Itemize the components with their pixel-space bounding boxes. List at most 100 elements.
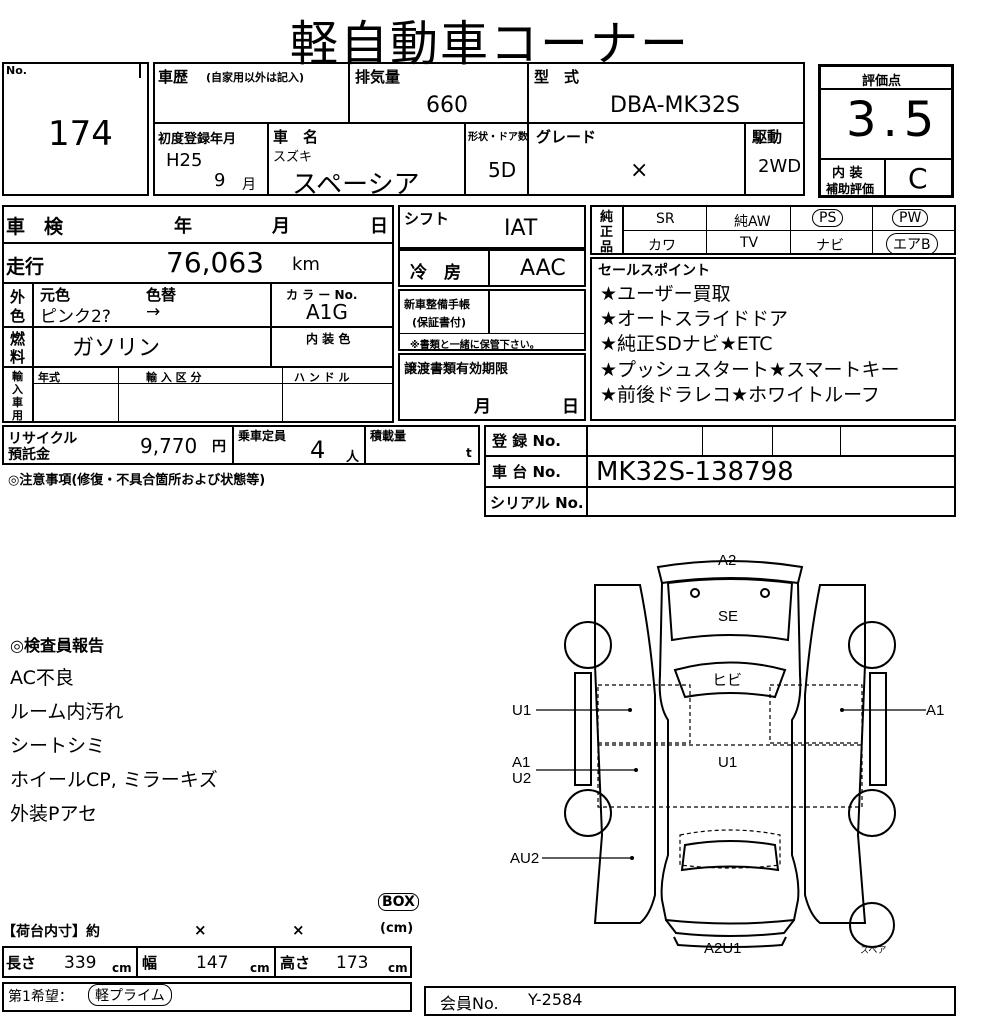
model-label: 型 式 <box>534 68 580 86</box>
car-maker: スズキ <box>273 150 313 165</box>
transfer-day: 日 <box>562 397 579 417</box>
inspector-item-3: シートシミ <box>10 735 106 757</box>
first-reg-month: 9 <box>214 170 226 191</box>
sales-points-box <box>590 257 956 421</box>
genuine-item-ps: PS <box>812 209 844 227</box>
shift-box <box>398 205 586 249</box>
sales-point-3: ★純正SDナビ★ETC <box>600 333 773 355</box>
history-label: 車歴 <box>158 68 189 86</box>
import-label-3: 車 <box>12 396 23 409</box>
ac-value: AAC <box>520 256 566 281</box>
import-class-label: 輸 入 区 分 <box>146 371 202 384</box>
transfer-month: 月 <box>474 397 491 417</box>
genuine-item-tv: TV <box>740 235 759 251</box>
doors-value: 5D <box>488 158 517 182</box>
wish-label: 第1希望： <box>8 989 73 1005</box>
left-side-panel <box>593 584 656 924</box>
recycle-row <box>2 425 480 465</box>
color-change-value: → <box>146 302 161 322</box>
genuine-item-airbag: エアB <box>886 233 938 255</box>
cargo-width-label: 幅 <box>142 954 158 972</box>
member-label: 会員No. <box>440 994 499 1013</box>
cargo-length-unit: cm <box>112 961 132 975</box>
recycle-label-1: リサイクル <box>8 431 78 447</box>
genuine-label-3: 品 <box>600 240 614 255</box>
right-side-panel <box>804 584 867 924</box>
front-right-wheel <box>848 621 896 669</box>
diagram-label-center: U1 <box>718 754 737 771</box>
car-name-label: 車 名 <box>273 128 319 146</box>
cargo-height-unit: cm <box>388 961 408 975</box>
import-label-2: 入 <box>12 383 23 396</box>
diagram-label-spare: スペア <box>860 946 886 956</box>
transfer-label: 譲渡書類有効期限 <box>404 362 509 377</box>
interior-color-label: 内 装 色 <box>306 332 351 346</box>
recycle-label-2: 預託金 <box>8 447 50 463</box>
rear-bumper <box>665 919 795 937</box>
vehicle-detail-block <box>2 205 394 423</box>
car-name: スペーシア <box>292 170 420 200</box>
ac-label: 冷 房 <box>410 263 461 283</box>
ac-box <box>398 249 586 287</box>
diagram-label-bottom: A2U1 <box>704 940 742 957</box>
grade-label: グレード <box>536 128 597 146</box>
manual-note: ※書類と一緒に保管下さい。 <box>410 340 540 351</box>
model-value: DBA-MK32S <box>610 93 740 118</box>
sales-points-label: セールスポイント <box>598 263 710 279</box>
inspection-year: 年 <box>174 216 192 237</box>
diagram-label-left2b: U2 <box>512 770 531 787</box>
load-label: 積載量 <box>370 429 407 443</box>
first-reg-label: 初度登録年月 <box>158 132 237 147</box>
car-damage-diagram: A2 SE ヒビ U1 A1 U1 A1 U2 AU2 A2U1 スペア <box>510 552 944 957</box>
diagram-label-top: A2 <box>718 552 736 569</box>
chassis-label: 車 台 No. <box>492 463 562 481</box>
sales-point-2: ★オートスライドドア <box>600 308 789 330</box>
shift-label: シフト <box>404 210 450 228</box>
lot-box <box>2 62 149 196</box>
cargo-x1: × <box>194 921 207 939</box>
displacement-label: 排気量 <box>355 68 401 86</box>
cargo-label: 【荷台内寸】約 <box>2 924 100 940</box>
serial-label: シリアル No. <box>490 494 584 512</box>
inspection-label: 車 検 <box>6 216 64 238</box>
fuel-value: ガソリン <box>72 336 161 361</box>
chassis-value: MK32S-138798 <box>596 457 794 487</box>
cargo-height: 173 <box>336 953 369 973</box>
fuel-label-2: 料 <box>10 348 26 366</box>
genuine-label-1: 純 <box>600 210 614 225</box>
import-label-1: 輸 <box>12 370 23 383</box>
import-year-label: 年式 <box>38 371 60 384</box>
cargo-x2: × <box>292 921 305 939</box>
inspection-month: 月 <box>272 216 290 237</box>
genuine-item-navi: ナビ <box>816 238 844 254</box>
inspector-item-4: ホイールCP, ミラーキズ <box>10 769 218 791</box>
cargo-length-label: 長さ <box>6 954 37 972</box>
genuine-item-leather: カワ <box>648 238 676 254</box>
cargo-width-unit: cm <box>250 961 270 975</box>
transfer-box <box>398 353 586 421</box>
cargo-dimensions-row <box>2 946 412 978</box>
genuine-item-pw: PW <box>892 209 929 227</box>
inspector-label: ◎検査員報告 <box>10 636 104 655</box>
first-reg-year: H25 <box>166 150 203 171</box>
lot-label: No. <box>6 64 27 77</box>
drive-label: 駆動 <box>752 128 783 146</box>
import-label-4: 用 <box>12 409 23 422</box>
wish-value: 軽プライム <box>88 984 172 1006</box>
sales-point-5: ★前後ドラレコ★ホワイトルーフ <box>600 384 880 406</box>
diagram-label-left3: AU2 <box>510 850 539 867</box>
inspection-day: 日 <box>370 216 388 237</box>
top-info-block <box>153 62 805 196</box>
capacity-unit: 人 <box>346 450 360 465</box>
caution-label: ◎注意事項(修復・不具合箇所および状態等) <box>8 473 266 488</box>
genuine-label-2: 正 <box>600 225 614 240</box>
shift-value: IAT <box>504 216 538 241</box>
windshield <box>673 661 787 699</box>
color-label-1: 外 <box>10 288 26 306</box>
mileage-label: 走行 <box>6 256 45 278</box>
front-left-wheel <box>564 621 612 669</box>
first-reg-month-unit: 月 <box>242 177 256 193</box>
registration-label: 登 録 No. <box>492 432 562 450</box>
registration-block <box>484 425 956 517</box>
inspector-item-1: AC不良 <box>10 667 74 689</box>
